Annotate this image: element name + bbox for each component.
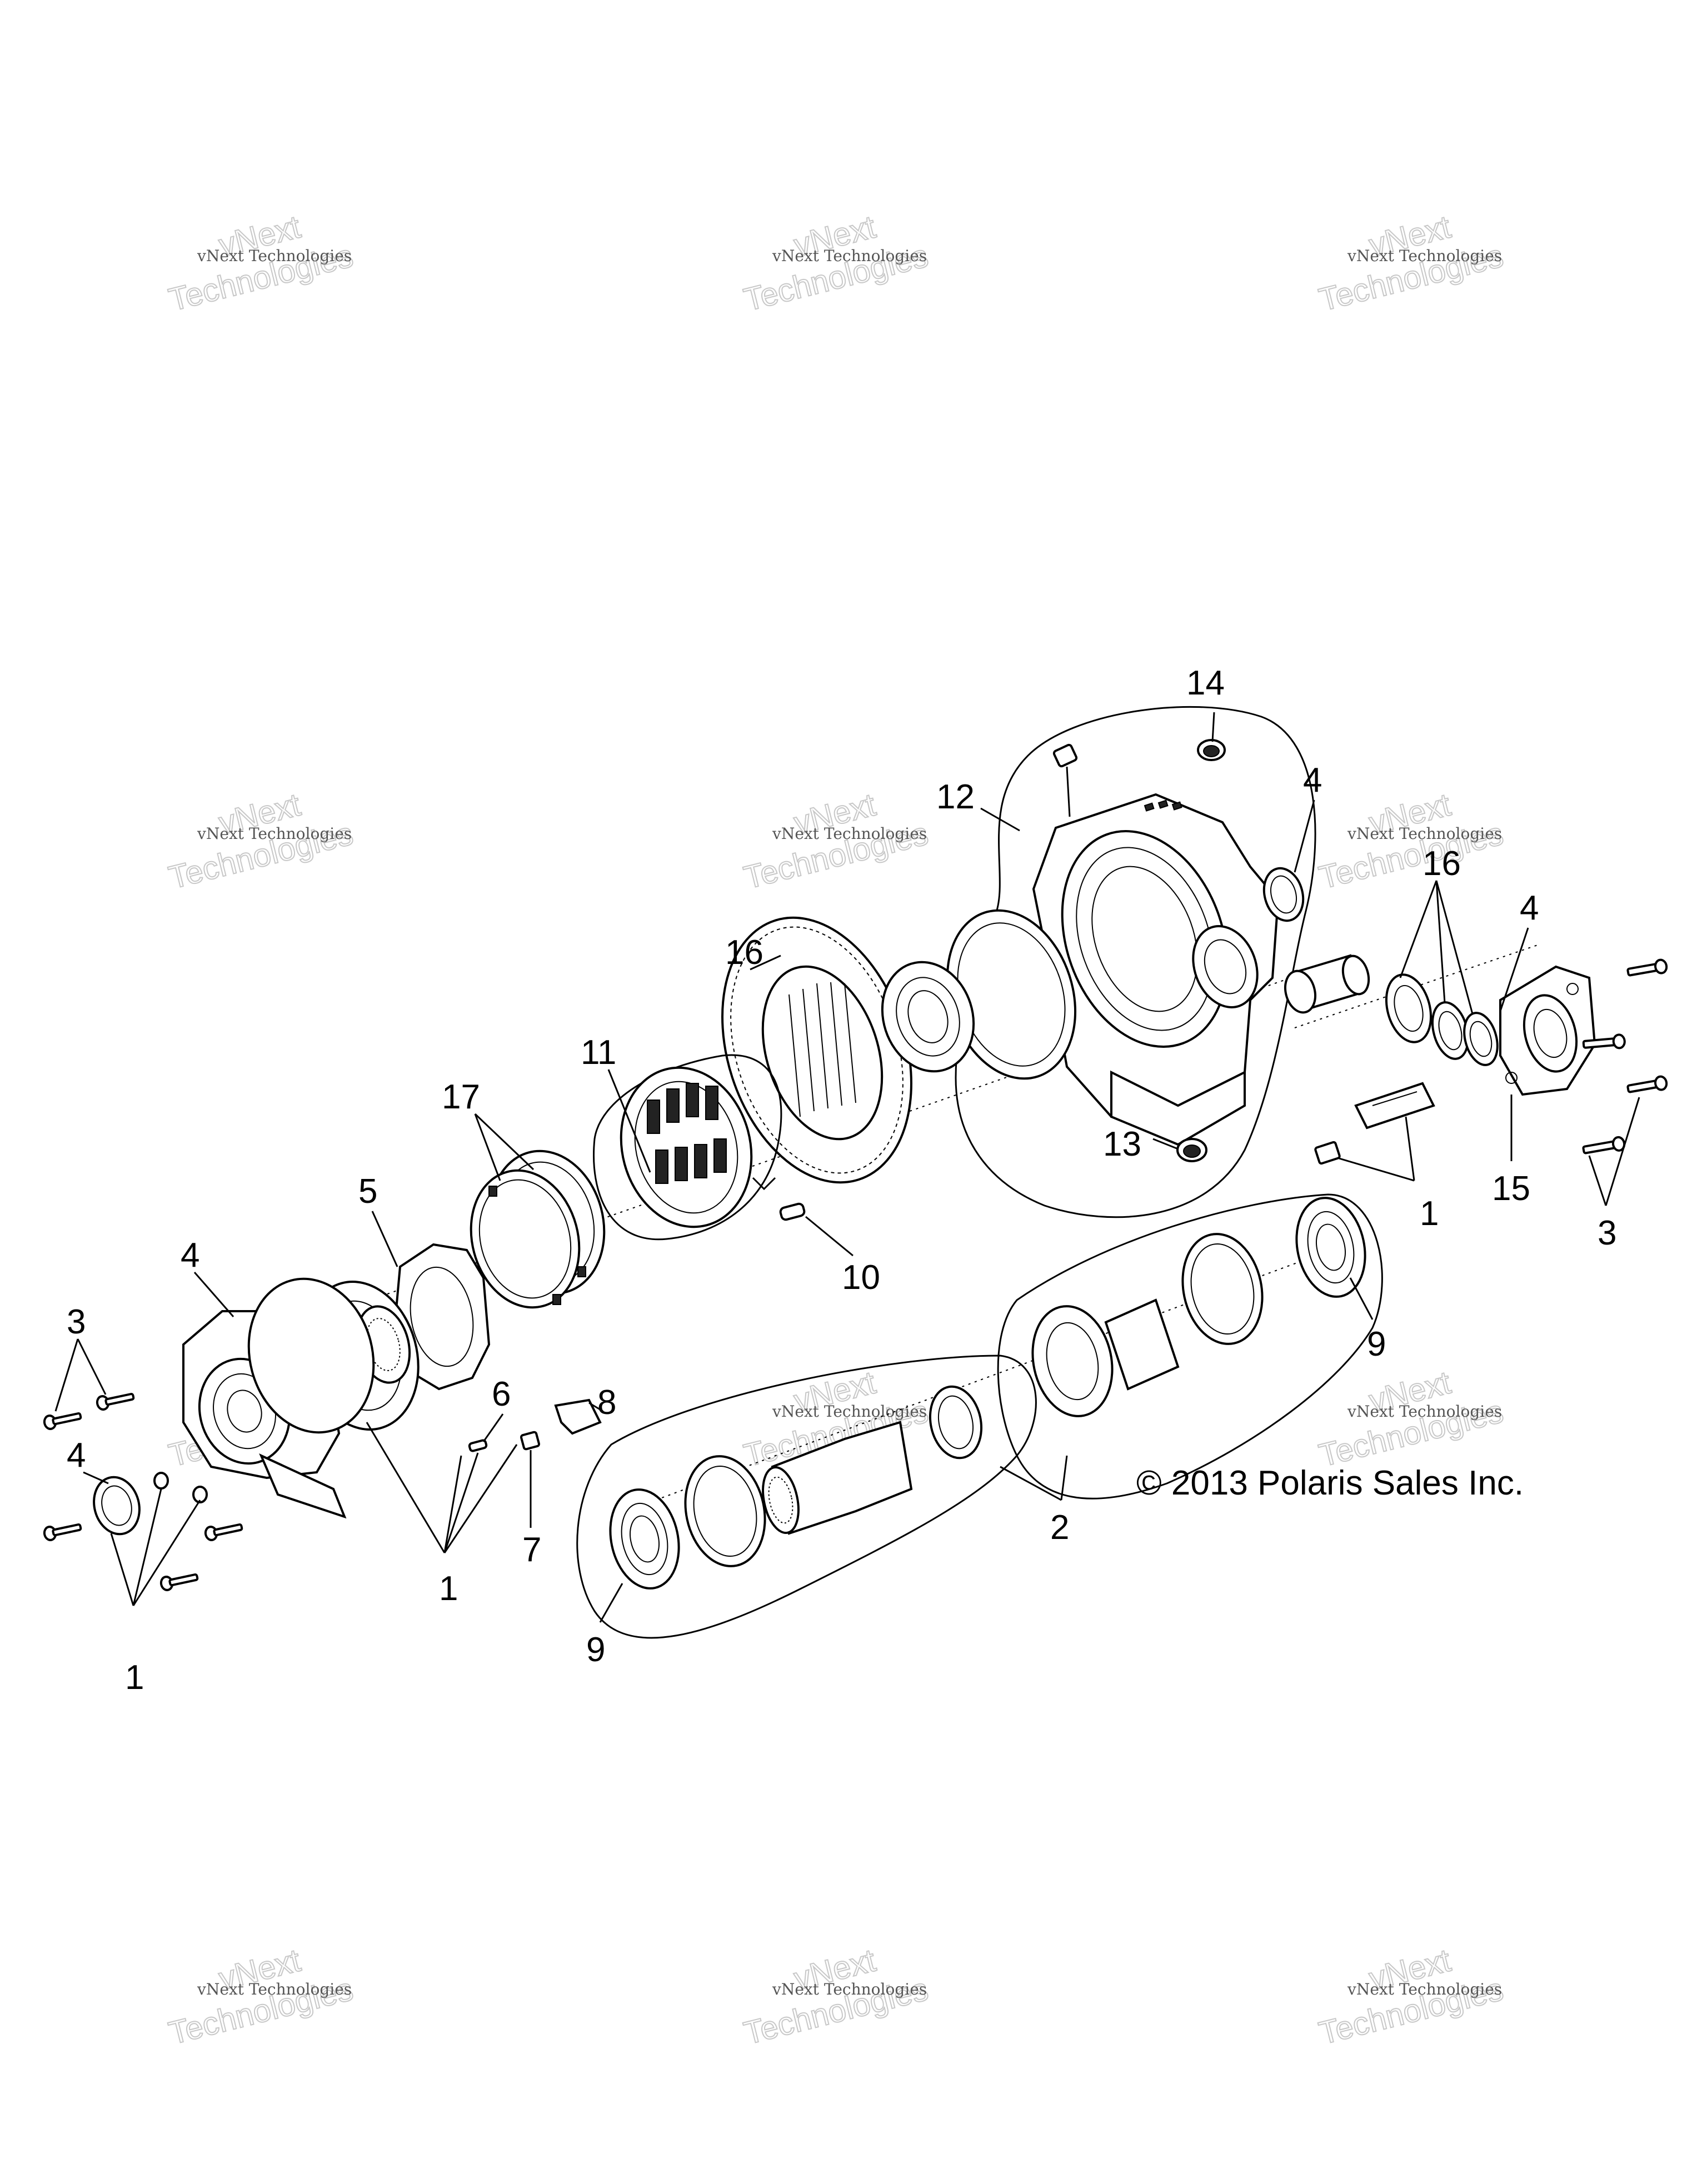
watermark-small: vNext Technologies — [197, 1980, 352, 1998]
callout-9-left: 9 — [586, 1631, 605, 1669]
roller-cage — [620, 1066, 753, 1228]
watermark: vNext Technologies vNext Technologies — [164, 208, 357, 319]
ball-bearing-right — [1295, 1197, 1366, 1298]
spring-7 — [520, 1431, 540, 1451]
watermark-small: vNext Technologies — [197, 824, 352, 843]
watermark-small: vNext Technologies — [1347, 824, 1502, 843]
watermark: vNext Technologies vNext Technologies — [1315, 1942, 1507, 2052]
spacer-ring-upper — [1181, 1233, 1264, 1345]
callout-12: 12 — [936, 778, 975, 816]
callout-15: 15 — [1492, 1170, 1530, 1208]
washer — [192, 1486, 208, 1503]
lower-shaft-group-outline — [576, 1355, 1037, 1639]
bracket-8 — [554, 1398, 602, 1435]
watermark: vNext Technologies vNext Technologies — [740, 1942, 932, 2052]
watermark-small: vNext Technologies — [772, 1980, 927, 1998]
callout-1-left: 1 — [125, 1658, 144, 1697]
tapered-bearing — [1031, 1305, 1114, 1417]
washer — [153, 1472, 169, 1490]
output-cover — [1499, 965, 1596, 1096]
callout-7: 7 — [522, 1531, 541, 1569]
watermark: vNext Technologies vNext Technologies — [1315, 786, 1507, 897]
armature-rings — [470, 1150, 606, 1309]
breather-fitting — [1052, 743, 1078, 817]
callout-4-right: 4 — [1520, 889, 1539, 927]
drain-plug — [1176, 1138, 1207, 1162]
watermark: vNext Technologies vNext Technologies — [164, 1942, 357, 2052]
callout-8: 8 — [597, 1383, 616, 1422]
dowel-pin — [779, 1202, 806, 1221]
callout-4-left: 4 — [181, 1236, 199, 1275]
oil-seal-left — [93, 1476, 141, 1536]
callout-16-mid: 16 — [725, 933, 763, 972]
housing-mount-foot — [1110, 1070, 1246, 1146]
watermark-small: vNext Technologies — [1347, 247, 1502, 265]
callout-9-right: 9 — [1367, 1325, 1386, 1363]
callout-13: 13 — [1103, 1125, 1141, 1163]
bolts-left — [43, 1393, 243, 1591]
callout-1-mid: 1 — [439, 1570, 458, 1608]
callout-2: 2 — [1050, 1508, 1069, 1547]
housing-output-boss — [1192, 925, 1259, 1008]
callout-11: 11 — [581, 1033, 616, 1072]
pinion-shim — [1463, 1012, 1499, 1066]
pinion-shaft-assembly — [1284, 954, 1499, 1066]
lower-shaft-group — [576, 1193, 1383, 1639]
callout-16-right: 16 — [1422, 844, 1461, 883]
ring-gear-rollers — [788, 982, 856, 1117]
pinion-bearing-1 — [1385, 973, 1433, 1043]
pinion-gear — [1284, 969, 1316, 1014]
housing-bore — [1061, 830, 1229, 1048]
watermark: vNext Technologies vNext Technologies — [164, 786, 357, 897]
oil-seal-top — [1262, 867, 1305, 922]
fill-plug — [1197, 739, 1226, 761]
ring-gear — [721, 916, 912, 1184]
callout-17: 17 — [442, 1078, 480, 1116]
pin-6 — [468, 1439, 488, 1452]
upper-shaft-group-outline — [997, 1193, 1383, 1500]
main-housing-group — [946, 706, 1316, 1218]
retaining-clip — [752, 1177, 776, 1191]
watermark: vNext Technologies vNext Technologies — [740, 786, 932, 897]
watermark-small: vNext Technologies — [1347, 1402, 1502, 1421]
left-cover — [182, 1277, 375, 1519]
watermark-small: vNext Technologies — [197, 247, 352, 265]
callout-4-seal-left: 4 — [67, 1436, 86, 1475]
leader-lines — [54, 712, 1640, 1623]
ball-bearing-left — [609, 1488, 680, 1590]
roller-cage-group — [593, 1054, 782, 1241]
watermark: vNext Technologies vNext Technologies — [1315, 208, 1507, 319]
needle-bearing — [929, 1385, 983, 1460]
callout-14: 14 — [1186, 664, 1225, 702]
electrical-connector — [1314, 1082, 1435, 1165]
callout-6: 6 — [492, 1375, 511, 1413]
watermark-small: vNext Technologies — [772, 1402, 927, 1421]
differential-bearing — [881, 961, 975, 1073]
watermark: vNext Technologies vNext Technologies — [740, 208, 932, 319]
watermark: vNext Technologies vNext Technologies — [1315, 1364, 1507, 1475]
copyright-notice: © 2013 Polaris Sales Inc. — [1136, 1464, 1524, 1502]
callout-5: 5 — [358, 1172, 377, 1211]
bolts-right — [1582, 958, 1668, 1155]
callout-3-left: 3 — [67, 1303, 86, 1341]
callout-labels: 14 4 12 16 4 16 11 17 5 4 3 4 6 8 7 1 1 … — [67, 664, 1616, 1697]
callout-4-top: 4 — [1303, 761, 1322, 799]
callout-10: 10 — [842, 1258, 880, 1297]
watermark-small: vNext Technologies — [772, 247, 927, 265]
watermark-small: vNext Technologies — [1347, 1980, 1502, 1998]
callout-1-right: 1 — [1420, 1195, 1439, 1233]
watermark-small: vNext Technologies — [772, 824, 927, 843]
callout-3-right: 3 — [1598, 1214, 1616, 1252]
